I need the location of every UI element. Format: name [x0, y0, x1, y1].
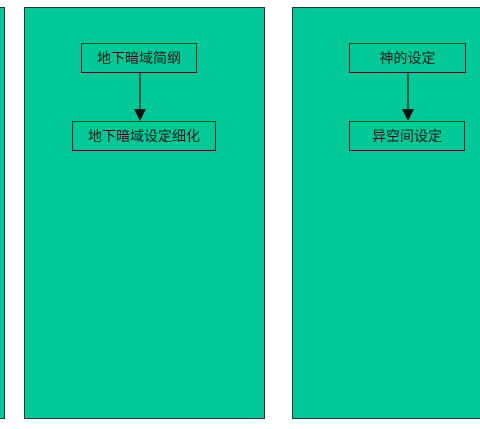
underground-detail-node[interactable]: 地下暗域设定细化: [72, 121, 216, 151]
left-panel-edge: [0, 7, 5, 419]
god-setting-node[interactable]: 神的设定: [349, 43, 466, 73]
underground-outline-node[interactable]: 地下暗域简纲: [81, 43, 197, 73]
other-space-setting-node[interactable]: 异空间设定: [349, 121, 465, 151]
other-space-setting-label: 异空间设定: [372, 129, 442, 145]
god-setting-label: 神的设定: [379, 51, 436, 67]
underground-detail-label: 地下暗域设定细化: [88, 129, 200, 145]
right-panel: [292, 7, 480, 419]
underground-outline-label: 地下暗域简纲: [97, 51, 181, 67]
middle-panel: [24, 7, 265, 419]
